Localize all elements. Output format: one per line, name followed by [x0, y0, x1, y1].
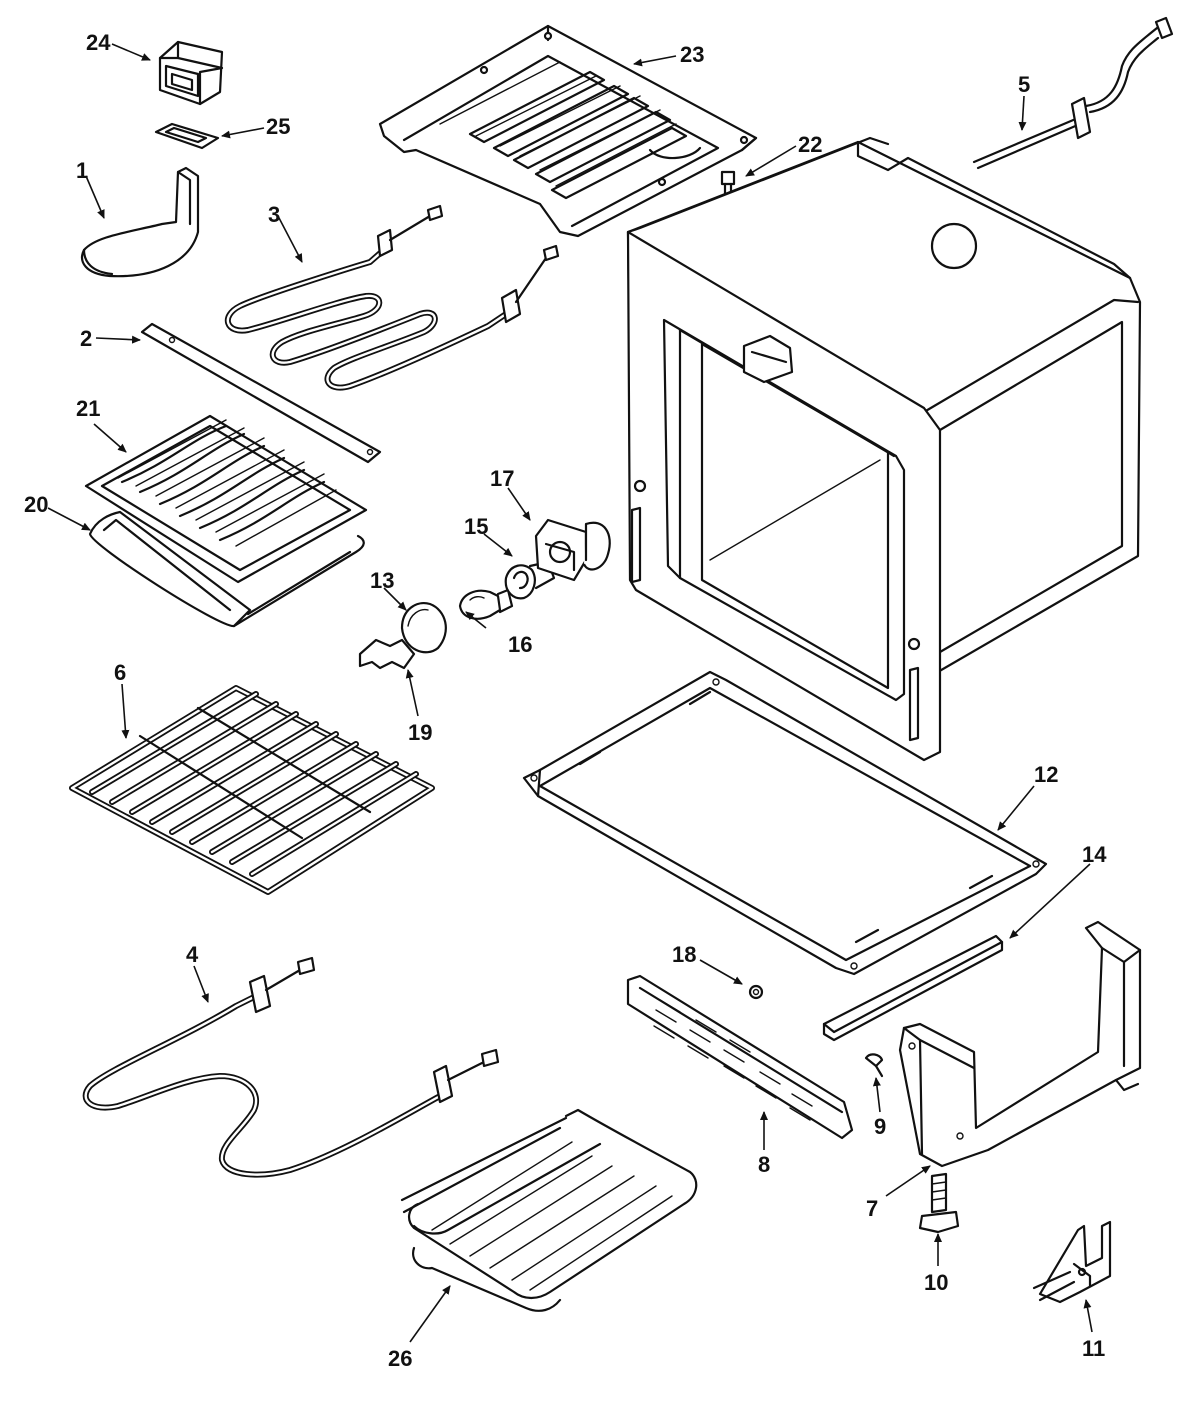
part-13-light-lens	[400, 602, 447, 654]
part-18-nut	[748, 984, 764, 1000]
part-1-shield	[81, 166, 200, 278]
callout-13: 13	[370, 568, 394, 593]
part-26-wire-rack	[400, 1108, 698, 1312]
callout-22: 22	[798, 132, 822, 157]
callout-12: 12	[1034, 762, 1058, 787]
part-10-leveling-leg	[918, 1172, 960, 1234]
part-21-broiler-grid	[84, 414, 368, 584]
part-2-strip	[140, 322, 382, 464]
part-23-top-plate	[378, 24, 758, 238]
part-6-oven-rack	[69, 685, 435, 895]
callout-17: 17	[490, 466, 514, 491]
callout-21: 21	[76, 396, 100, 421]
part-11-anti-tip-bracket	[1032, 1220, 1112, 1304]
callout-25: 25	[266, 114, 290, 139]
callout-23: 23	[680, 42, 704, 67]
part-8-vent-panel	[626, 974, 854, 1140]
callout-8: 8	[758, 1152, 770, 1177]
part-25-gasket	[154, 122, 220, 150]
part-19-clip	[358, 638, 416, 670]
callout-7: 7	[866, 1196, 878, 1221]
part-9-screw	[864, 1053, 884, 1078]
callout-5: 5	[1018, 72, 1030, 97]
callout-11: 11	[1082, 1336, 1105, 1361]
callout-18: 18	[672, 942, 696, 967]
part-7-frame-bracket	[898, 920, 1142, 1168]
callout-20: 20	[24, 492, 48, 517]
leader-lines	[47, 43, 1093, 1343]
callout-24: 24	[86, 30, 111, 55]
oven-cavity	[626, 136, 1142, 762]
part-20-broiler-pan	[88, 510, 365, 628]
callout-9: 9	[874, 1114, 886, 1139]
callout-2: 2	[80, 326, 92, 351]
part-3-broil-element	[224, 204, 560, 391]
callout-10: 10	[924, 1270, 948, 1295]
callout-14: 14	[1082, 842, 1107, 867]
part-12-bottom-tray	[522, 670, 1048, 976]
part-24-bracket	[158, 40, 224, 106]
part-14-rail	[822, 934, 1004, 1042]
callout-15: 15	[464, 514, 488, 539]
callout-4: 4	[186, 942, 199, 967]
part-5-sensor	[972, 16, 1174, 170]
callout-26: 26	[388, 1346, 412, 1371]
callout-3: 3	[268, 202, 280, 227]
callout-16: 16	[508, 632, 532, 657]
callout-6: 6	[114, 660, 126, 685]
part-15-socket	[504, 560, 556, 600]
callout-labels: 24 25 1 23 22 3 5 2 21 20 17 15 13 16 19…	[24, 30, 1107, 1371]
callout-1: 1	[76, 158, 88, 183]
part-4-bake-element	[82, 956, 500, 1178]
callout-19: 19	[408, 720, 432, 745]
part-17-light-housing	[534, 518, 611, 582]
